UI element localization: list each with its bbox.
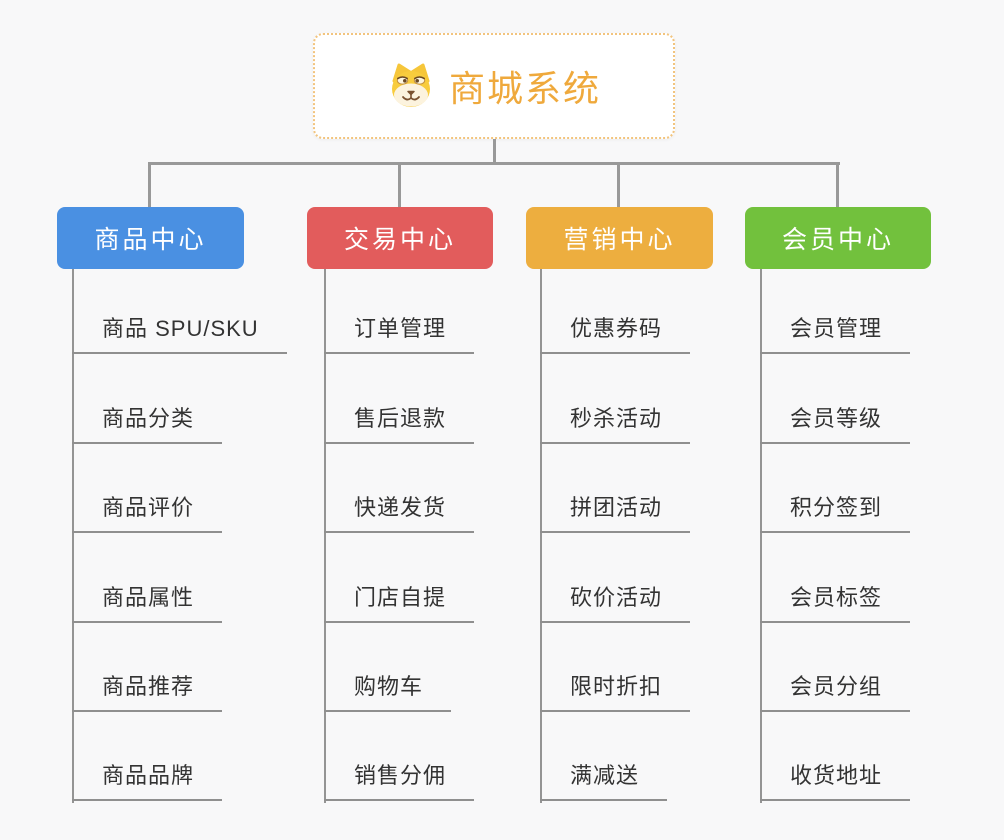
child-row: 商品 SPU/SKU bbox=[72, 265, 287, 355]
branch-label: 交易中心 bbox=[343, 226, 456, 254]
branch-label: 营销中心 bbox=[563, 226, 676, 254]
child-topic[interactable]: 满减送 bbox=[540, 758, 668, 802]
child-row: 门店自提 bbox=[324, 533, 475, 623]
child-topic[interactable]: 商品属性 bbox=[72, 580, 223, 623]
child-row: 满减送 bbox=[540, 712, 668, 802]
child-topic[interactable]: 购物车 bbox=[324, 669, 452, 712]
child-row: 会员等级 bbox=[760, 354, 911, 444]
child-row: 快递发货 bbox=[324, 444, 475, 534]
child-topic[interactable]: 门店自提 bbox=[324, 580, 475, 623]
child-topic[interactable]: 积分签到 bbox=[760, 490, 911, 534]
child-row: 积分签到 bbox=[760, 444, 911, 534]
child-topic[interactable]: 商品推荐 bbox=[72, 669, 223, 712]
connector-drop-1 bbox=[148, 162, 151, 208]
child-topic[interactable]: 商品 SPU/SKU bbox=[72, 311, 287, 355]
child-row: 商品属性 bbox=[72, 533, 223, 623]
child-row: 优惠券码 bbox=[540, 265, 691, 355]
child-row: 商品推荐 bbox=[72, 623, 223, 712]
child-topic[interactable]: 优惠券码 bbox=[540, 311, 691, 355]
child-topic[interactable]: 秒杀活动 bbox=[540, 401, 691, 444]
child-row: 收货地址 bbox=[760, 712, 911, 802]
connector-drop-4 bbox=[836, 162, 839, 208]
child-topic[interactable]: 快递发货 bbox=[324, 490, 475, 534]
child-row: 秒杀活动 bbox=[540, 354, 691, 444]
branch-children-member-center: 会员管理 会员等级 积分签到 会员标签 会员分组 收货地址 bbox=[760, 265, 911, 802]
shiba-dog-icon bbox=[387, 63, 435, 109]
child-topic[interactable]: 会员分组 bbox=[760, 669, 911, 712]
child-row: 会员分组 bbox=[760, 623, 911, 712]
child-row: 售后退款 bbox=[324, 354, 475, 444]
connector-root-stem bbox=[493, 139, 496, 165]
root-topic-label: 商城系统 bbox=[448, 68, 601, 109]
child-topic[interactable]: 拼团活动 bbox=[540, 490, 691, 534]
child-row: 商品分类 bbox=[72, 354, 223, 444]
child-topic[interactable]: 售后退款 bbox=[324, 401, 475, 444]
branch-label: 商品中心 bbox=[94, 226, 207, 254]
root-topic[interactable]: 商城系统 bbox=[313, 33, 675, 139]
child-topic[interactable]: 商品评价 bbox=[72, 490, 223, 534]
branch-spine bbox=[540, 269, 542, 803]
child-row: 销售分佣 bbox=[324, 712, 475, 802]
child-row: 限时折扣 bbox=[540, 623, 691, 712]
child-topic[interactable]: 销售分佣 bbox=[324, 758, 475, 802]
child-row: 砍价活动 bbox=[540, 533, 691, 623]
child-row: 订单管理 bbox=[324, 265, 475, 355]
branch-spine bbox=[324, 269, 326, 803]
child-row: 商品品牌 bbox=[72, 712, 223, 802]
child-row: 购物车 bbox=[324, 623, 452, 712]
branch-node-trade-center[interactable]: 交易中心 bbox=[307, 207, 493, 269]
child-topic[interactable]: 会员标签 bbox=[760, 580, 911, 623]
branch-node-marketing-center[interactable]: 营销中心 bbox=[526, 207, 713, 269]
child-topic[interactable]: 商品分类 bbox=[72, 401, 223, 444]
child-topic[interactable]: 收货地址 bbox=[760, 758, 911, 802]
connector-drop-2 bbox=[398, 162, 401, 208]
branch-children-marketing-center: 优惠券码 秒杀活动 拼团活动 砍价活动 限时折扣 满减送 bbox=[540, 265, 691, 802]
child-row: 会员标签 bbox=[760, 533, 911, 623]
child-topic[interactable]: 订单管理 bbox=[324, 311, 475, 355]
branch-spine bbox=[760, 269, 762, 803]
child-topic[interactable]: 限时折扣 bbox=[540, 669, 691, 712]
connector-drop-3 bbox=[617, 162, 620, 208]
child-topic[interactable]: 商品品牌 bbox=[72, 758, 223, 802]
branch-children-product-center: 商品 SPU/SKU 商品分类 商品评价 商品属性 商品推荐 商品品牌 bbox=[72, 265, 287, 802]
child-row: 会员管理 bbox=[760, 265, 911, 355]
branch-node-member-center[interactable]: 会员中心 bbox=[745, 207, 931, 269]
branch-label: 会员中心 bbox=[781, 226, 894, 254]
child-topic[interactable]: 砍价活动 bbox=[540, 580, 691, 623]
branch-spine bbox=[72, 269, 74, 803]
branch-children-trade-center: 订单管理 售后退款 快递发货 门店自提 购物车 销售分佣 bbox=[324, 265, 475, 802]
child-row: 拼团活动 bbox=[540, 444, 691, 534]
connector-rail bbox=[148, 162, 840, 165]
branch-node-product-center[interactable]: 商品中心 bbox=[57, 207, 244, 269]
child-topic[interactable]: 会员等级 bbox=[760, 401, 911, 444]
child-topic[interactable]: 会员管理 bbox=[760, 311, 911, 355]
child-row: 商品评价 bbox=[72, 444, 223, 534]
